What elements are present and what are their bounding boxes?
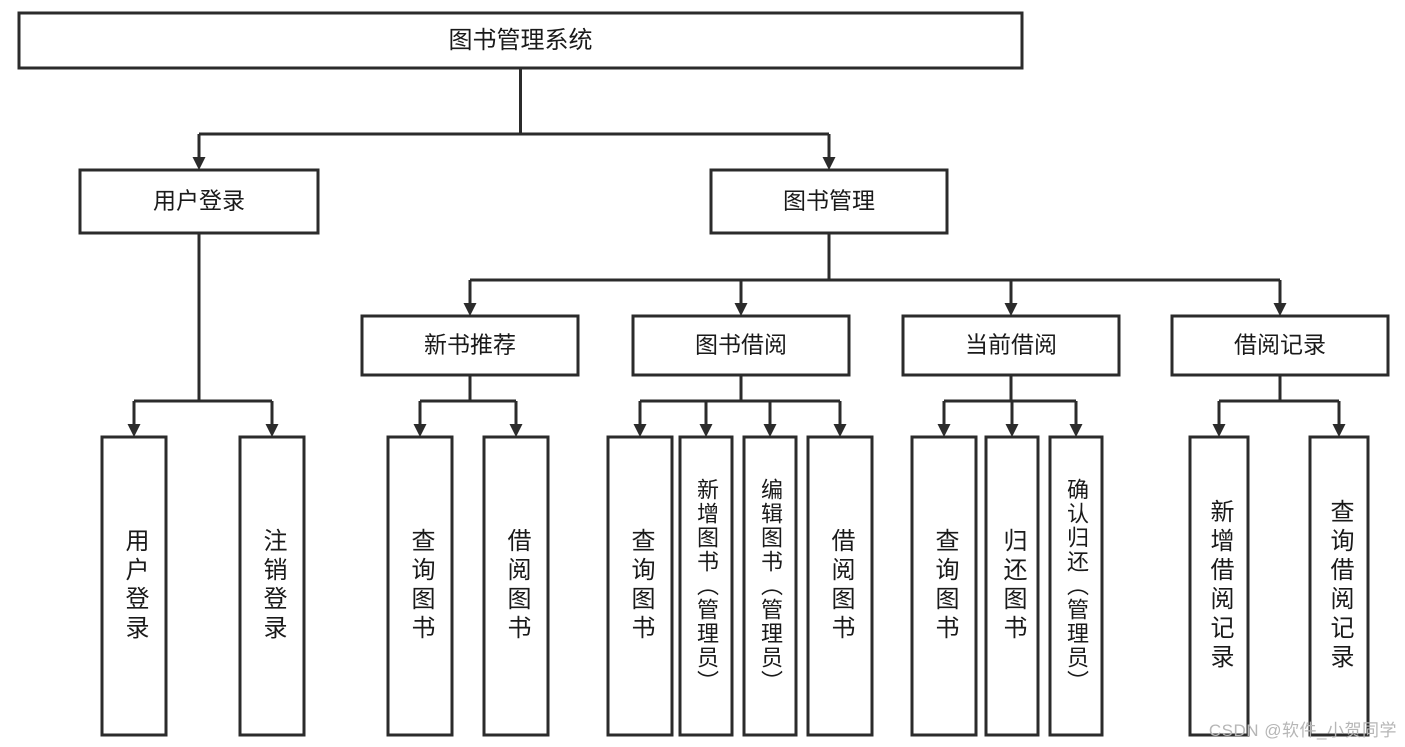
node-leaf-add-record[interactable] <box>1188 435 1250 737</box>
node-label: 当前借阅 <box>965 332 1057 358</box>
connector-arrow-icon <box>509 424 523 437</box>
node-label: 图书管理系统 <box>449 27 593 54</box>
connector-arrow-icon <box>413 424 427 437</box>
node-label: 用户登录 <box>153 188 245 214</box>
node-leaf-borrow-book-1[interactable] <box>482 435 550 737</box>
node-leaf-logout[interactable] <box>238 435 306 737</box>
node-leaf-query-record[interactable] <box>1308 435 1370 737</box>
connector-arrow-icon <box>265 424 279 437</box>
connector-arrow-icon <box>937 424 951 437</box>
node-leaf-query-book-1[interactable] <box>386 435 454 737</box>
node-box <box>482 435 550 737</box>
connector-arrow-icon <box>633 424 647 437</box>
node-box <box>1188 435 1250 737</box>
node-leaf-borrow-book-2[interactable] <box>806 435 874 737</box>
node-box <box>806 435 874 737</box>
node-box <box>100 435 168 737</box>
node-label: 借阅记录 <box>1234 332 1326 358</box>
connector-layer <box>127 68 1346 437</box>
node-box <box>78 168 320 235</box>
connector-arrow-icon <box>127 424 141 437</box>
connector-arrow-icon <box>699 424 713 437</box>
node-box <box>1048 435 1104 737</box>
node-book-management[interactable]: 图书管理 <box>709 168 949 235</box>
node-box <box>238 435 306 737</box>
connector-arrow-icon <box>763 424 777 437</box>
node-label: 新书推荐 <box>424 332 516 358</box>
watermark-text: CSDN @软件_小贺同学 <box>1208 721 1397 740</box>
connector-arrow-icon <box>1005 424 1019 437</box>
connector-arrow-icon <box>1332 424 1346 437</box>
node-box <box>631 314 851 377</box>
node-user-login[interactable]: 用户登录 <box>78 168 320 235</box>
node-box <box>17 11 1024 70</box>
node-leaf-return-book[interactable] <box>984 435 1040 737</box>
node-box <box>910 435 978 737</box>
node-box <box>742 435 798 737</box>
node-label: 图书管理 <box>783 188 875 214</box>
connector-arrow-icon <box>1273 303 1287 316</box>
node-root[interactable]: 图书管理系统 <box>17 11 1024 70</box>
node-box <box>984 435 1040 737</box>
node-leaf-query-book-2[interactable] <box>606 435 674 737</box>
node-new-book-recommend[interactable]: 新书推荐 <box>360 314 580 377</box>
node-box <box>678 435 734 737</box>
connector-arrow-icon <box>1004 303 1018 316</box>
node-label: 图书借阅 <box>695 332 787 358</box>
connector-arrow-icon <box>1212 424 1226 437</box>
node-box <box>901 314 1121 377</box>
node-box <box>360 314 580 377</box>
connector-arrow-icon <box>734 303 748 316</box>
node-leaf-user-login[interactable] <box>100 435 168 737</box>
node-box <box>1170 314 1390 377</box>
node-leaf-add-book[interactable] <box>678 435 734 737</box>
node-leaf-query-book-3[interactable] <box>910 435 978 737</box>
node-current-borrow[interactable]: 当前借阅 <box>901 314 1121 377</box>
connector-arrow-icon <box>833 424 847 437</box>
connector-arrow-icon <box>822 157 836 170</box>
node-leaf-edit-book[interactable] <box>742 435 798 737</box>
node-box <box>1308 435 1370 737</box>
node-book-borrow[interactable]: 图书借阅 <box>631 314 851 377</box>
connector-arrow-icon <box>192 157 206 170</box>
node-leaf-confirm-return[interactable] <box>1048 435 1104 737</box>
node-borrow-record[interactable]: 借阅记录 <box>1170 314 1390 377</box>
node-box <box>386 435 454 737</box>
connector-arrow-icon <box>1069 424 1083 437</box>
node-box <box>606 435 674 737</box>
node-box <box>709 168 949 235</box>
connector-arrow-icon <box>463 303 477 316</box>
